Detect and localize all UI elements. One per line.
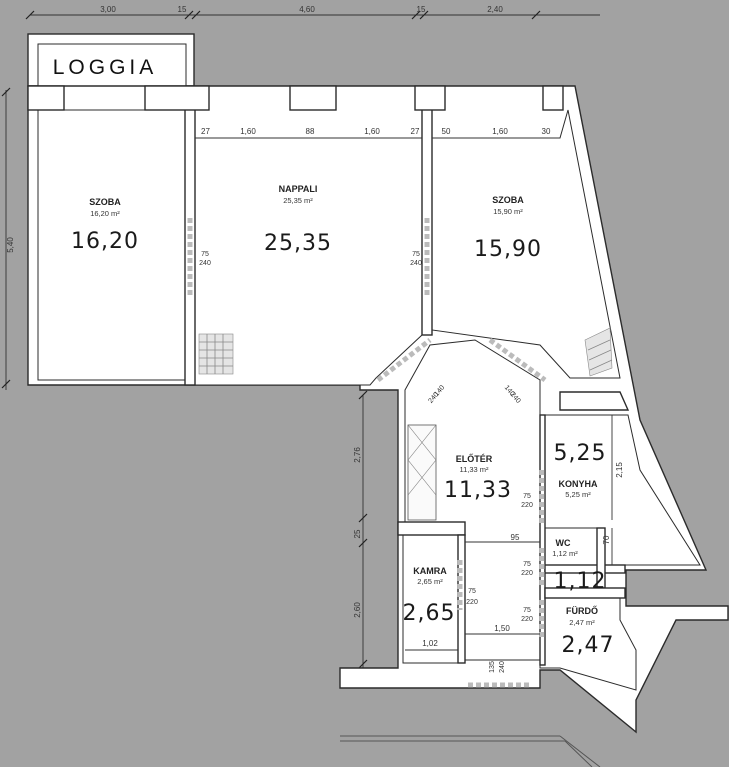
dim-szoba2-2: 1,60 xyxy=(492,127,508,136)
label-kamra: KAMRA 2,65 m² 2,65 xyxy=(403,566,456,626)
room-name: SZOBA xyxy=(89,197,121,207)
room-area: 15,90 m² xyxy=(493,207,523,216)
dim-mid-2: 25 xyxy=(353,529,362,538)
room-area: 16,20 m² xyxy=(90,209,120,218)
label-wc: WC 1,12 m² 1,12 xyxy=(552,538,607,594)
room-area-big: 16,20 xyxy=(71,229,139,254)
dim-konyha: 2,15 xyxy=(615,462,624,478)
door-h: 220 xyxy=(521,570,533,577)
dim-left: 5,40 xyxy=(6,237,15,253)
door-w: 75 xyxy=(523,493,531,500)
label-szoba-1: SZOBA 16,20 m² 16,20 xyxy=(71,197,139,254)
door-w: 75 xyxy=(523,607,531,614)
room-area-big: 25,35 xyxy=(264,231,332,256)
outside-lines xyxy=(340,735,601,767)
dim-top-2: 15 xyxy=(178,5,187,14)
dim-kamra-w: 1,02 xyxy=(422,639,438,648)
room-kamra xyxy=(402,534,459,664)
room-name: ELŐTÉR xyxy=(456,453,493,464)
room-name: KAMRA xyxy=(413,566,447,576)
door-h: 220 xyxy=(466,599,478,606)
room-name: NAPPALI xyxy=(279,184,318,194)
door-w: 135 xyxy=(489,661,496,673)
vent-hatch-2 xyxy=(584,327,613,377)
room-area: 11,33 m² xyxy=(459,465,489,474)
door-w: 75 xyxy=(523,561,531,568)
door-h: 240 xyxy=(410,260,422,267)
door-w: 75 xyxy=(412,251,420,258)
inner-dimensions: 27 1,60 88 1,60 27 50 1,60 30 2,15 70 95… xyxy=(195,127,624,651)
room-name: KONYHA xyxy=(558,479,598,489)
loggia: LOGGIA xyxy=(27,33,195,87)
dim-nappali-3: 88 xyxy=(306,127,315,136)
dim-nappali-4: 1,60 xyxy=(364,127,380,136)
room-area: 2,47 m² xyxy=(569,618,595,627)
loggia-label: LOGGIA xyxy=(53,56,158,79)
dim-szoba2-3: 30 xyxy=(542,127,551,136)
door-w: 75 xyxy=(201,251,209,258)
vent-hatch-1 xyxy=(198,333,234,375)
room-area: 2,65 m² xyxy=(417,577,443,586)
door-h: 240 xyxy=(499,661,506,673)
room-name: FÜRDŐ xyxy=(566,605,598,616)
room-area: 5,25 m² xyxy=(565,490,591,499)
dim-top-3: 4,60 xyxy=(299,5,315,14)
room-area-big: 2,65 xyxy=(403,601,456,626)
mid-dimension-chain: 2,76 25 2,60 xyxy=(353,390,368,669)
dim-nappali-1: 27 xyxy=(201,127,210,136)
dim-wc: 70 xyxy=(602,535,611,544)
dim-nappali-5: 27 xyxy=(411,127,420,136)
label-konyha: 5,25 KONYHA 5,25 m² xyxy=(554,441,607,499)
room-area: 1,12 m² xyxy=(552,549,578,558)
dim-mid-3: 2,60 xyxy=(353,602,362,618)
room-name: WC xyxy=(556,538,571,548)
door-h: 220 xyxy=(521,502,533,509)
top-dimension-chain: 3,00 15 4,60 15 2,40 xyxy=(25,5,600,20)
label-eloter: ELŐTÉR 11,33 m² 11,33 xyxy=(444,453,512,503)
left-dimension: 5,40 xyxy=(1,87,15,390)
room-wc xyxy=(544,527,598,589)
label-nappali: NAPPALI 25,35 m² 25,35 xyxy=(264,184,332,256)
door-h: 240 xyxy=(199,260,211,267)
dim-top-4: 15 xyxy=(417,5,426,14)
dim-bottom-w: 1,50 xyxy=(494,624,510,633)
dim-szoba2-1: 50 xyxy=(442,127,451,136)
door-openings xyxy=(187,218,547,688)
room-szoba-2 xyxy=(431,109,621,379)
room-area-big: 11,33 xyxy=(444,478,512,503)
dim-nappali-2: 1,60 xyxy=(240,127,256,136)
label-szoba-2: SZOBA 15,90 m² 15,90 xyxy=(474,195,542,262)
label-furdo: FÜRDŐ 2,47 m² 2,47 xyxy=(562,605,615,658)
room-furdo xyxy=(539,597,637,691)
room-area-big: 2,47 xyxy=(562,633,615,658)
dim-top-5: 2,40 xyxy=(487,5,503,14)
dim-mid-1: 2,76 xyxy=(353,447,362,463)
room-szoba-1 xyxy=(37,109,186,381)
room-area-big: 15,90 xyxy=(474,237,542,262)
room-area-big: 5,25 xyxy=(554,441,607,466)
room-name: SZOBA xyxy=(492,195,524,205)
hall-wardrobe xyxy=(407,424,437,521)
room-area-big: 1,12 xyxy=(554,569,607,594)
dim-top-1: 3,00 xyxy=(100,5,116,14)
door-h: 220 xyxy=(521,616,533,623)
dim-eloter-w: 95 xyxy=(511,533,520,542)
door-w: 75 xyxy=(468,588,476,595)
room-area: 25,35 m² xyxy=(283,196,313,205)
